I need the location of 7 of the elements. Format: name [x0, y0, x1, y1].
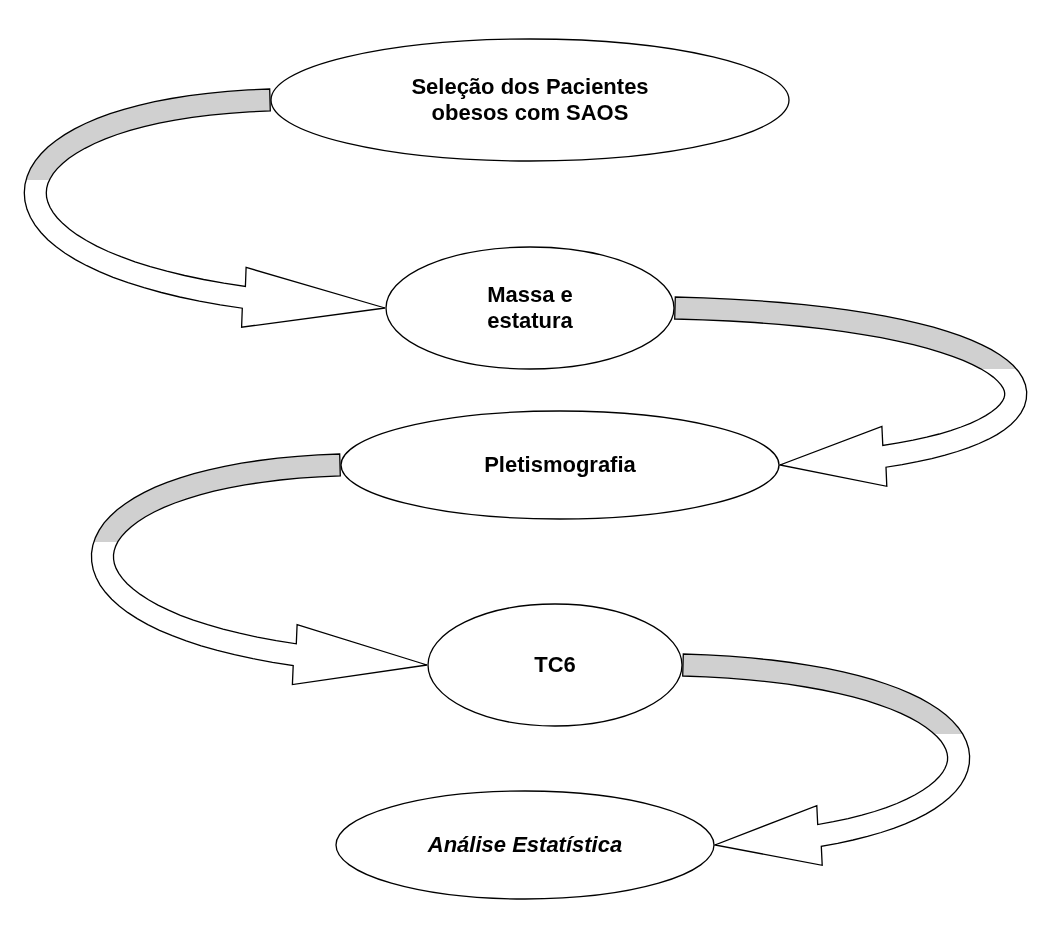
- step-label: Massa e estatura: [486, 282, 574, 334]
- step-label: Seleção dos Pacientes obesos com SAOS: [410, 74, 650, 126]
- step-label: TC6: [534, 652, 576, 678]
- step-label: Análise Estatística: [427, 832, 623, 858]
- curved-arrow: [682, 653, 971, 867]
- curved-arrow: [674, 296, 1028, 488]
- step-label: Pletismografia: [484, 452, 636, 478]
